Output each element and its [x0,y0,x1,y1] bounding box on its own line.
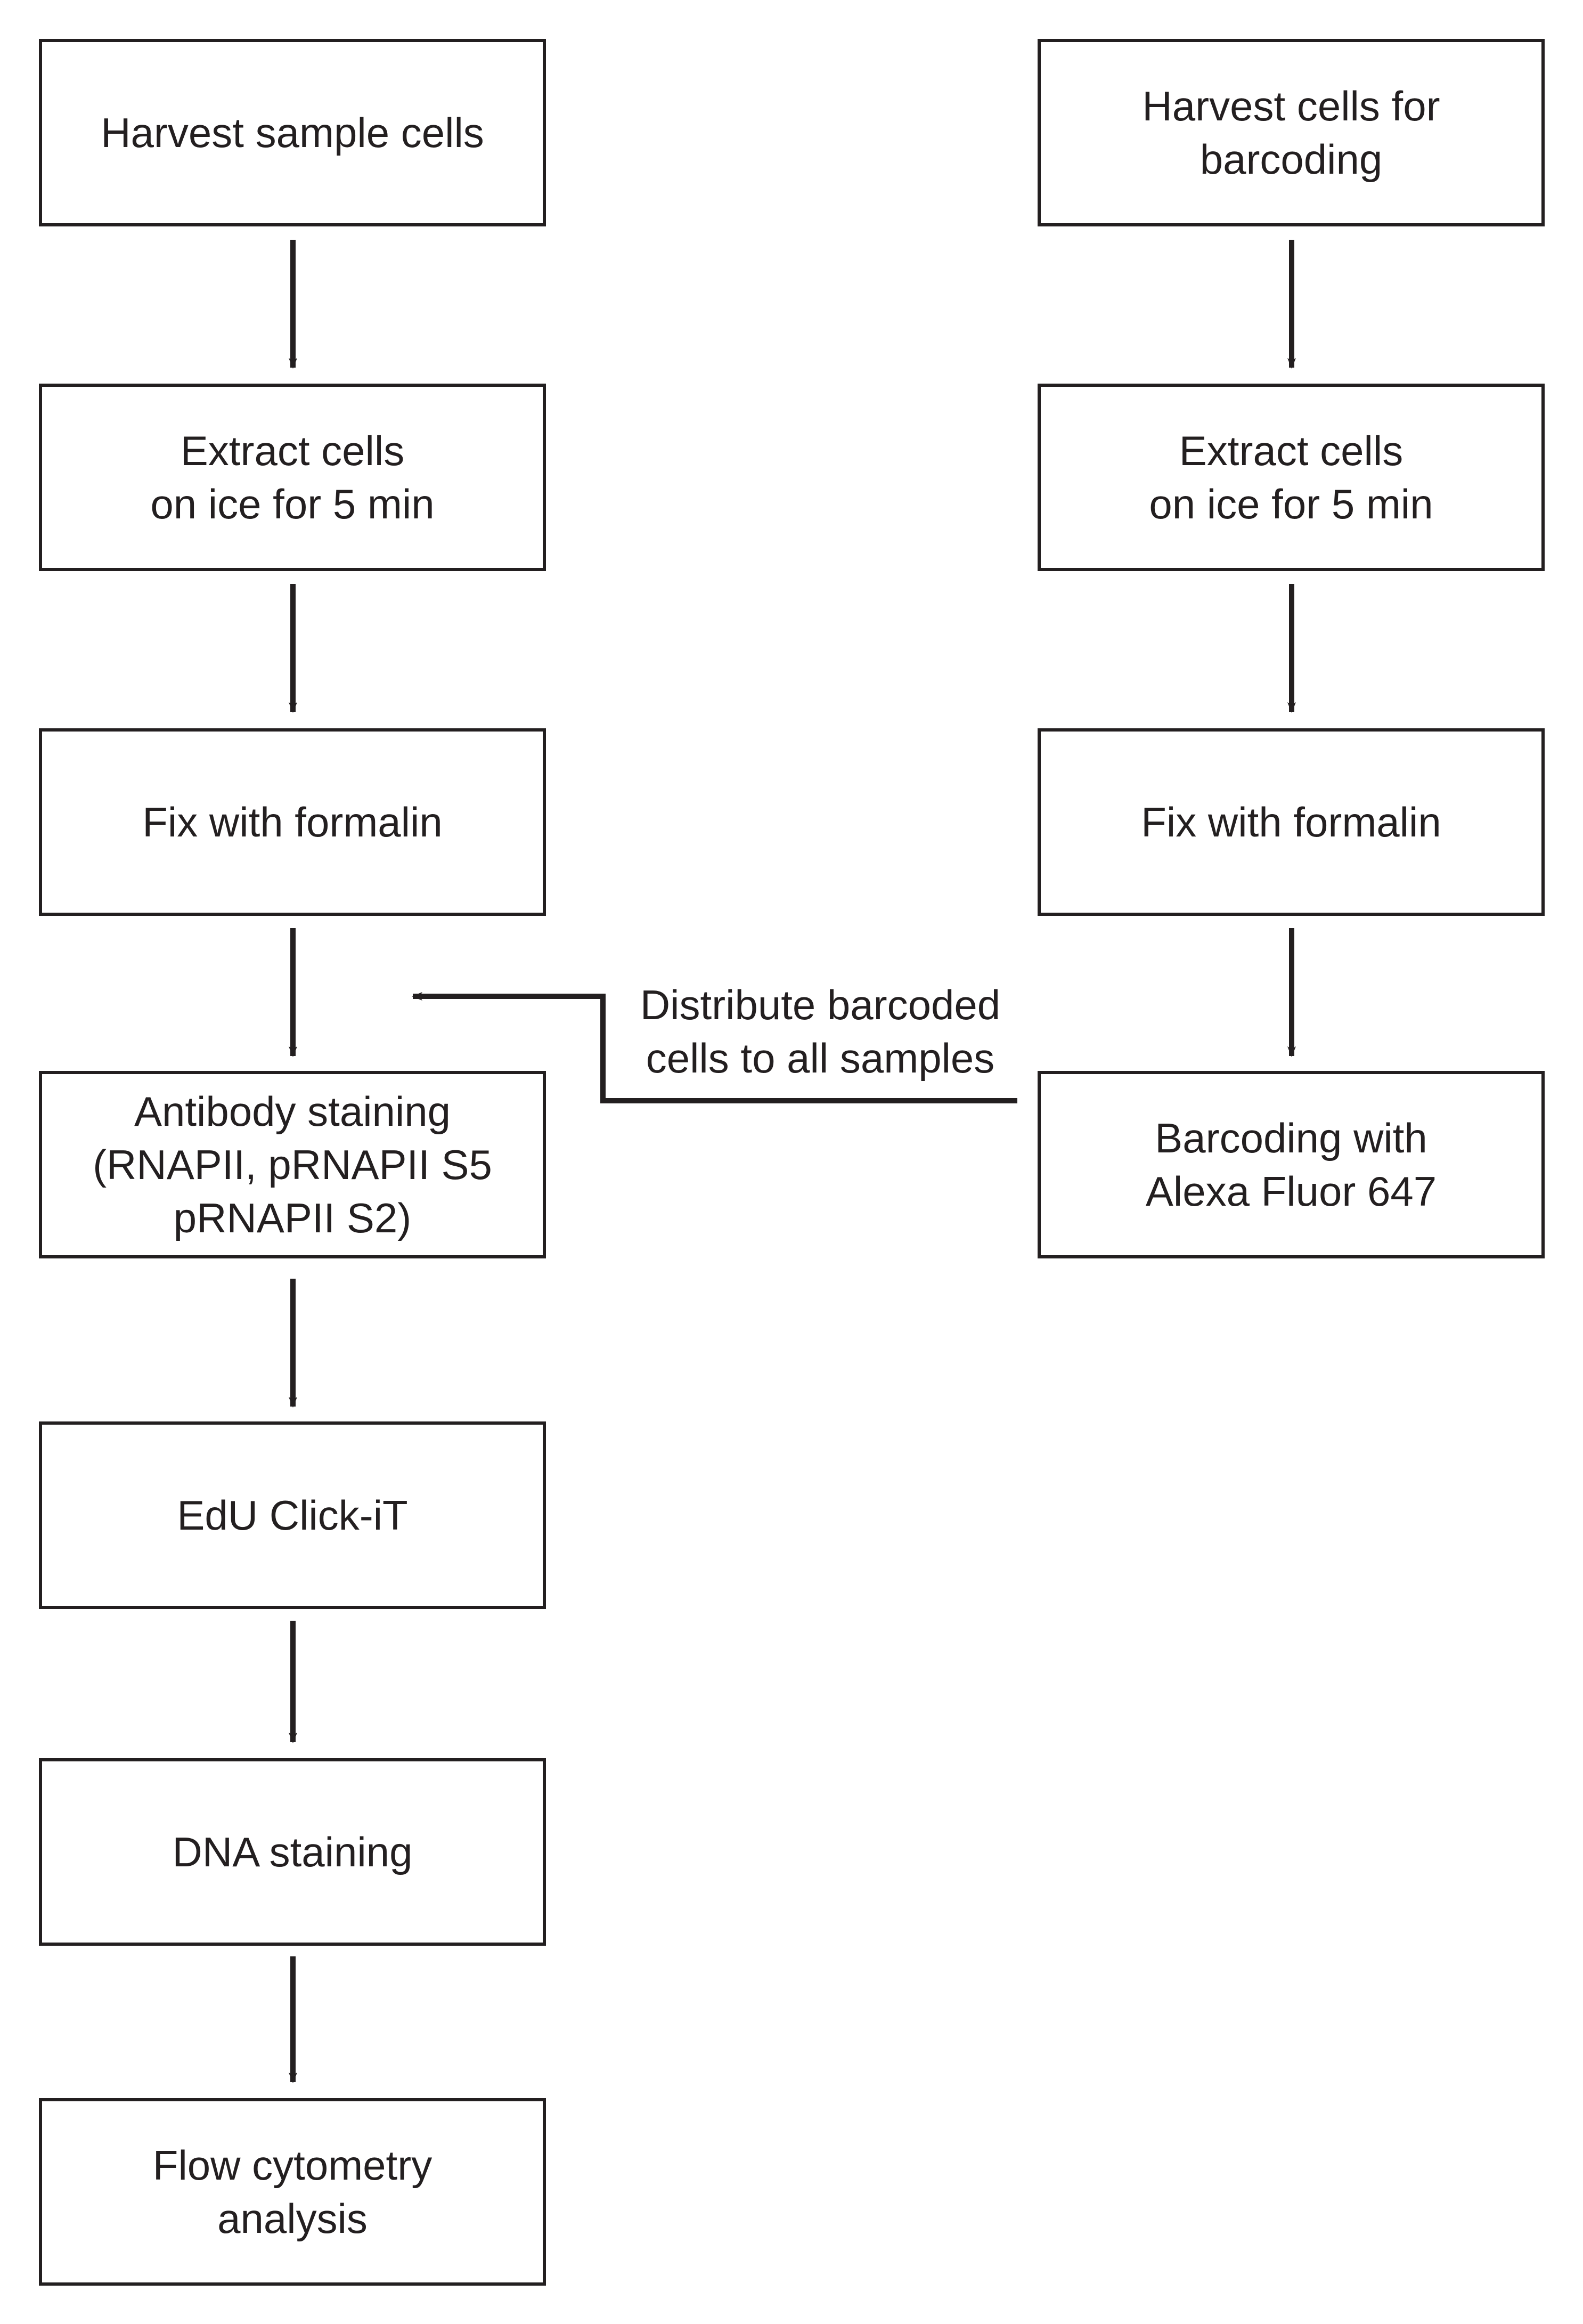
step-text-line: Extract cells [180,427,405,474]
step-fix-formalin-barcoding: Fix with formalin [1038,728,1545,916]
step-fix-formalin-sample: Fix with formalin [39,728,546,916]
step-text-line: Barcoding with [1155,1115,1427,1161]
step-text-line: (RNAPII, pRNAPII S5 [93,1141,492,1188]
distribute-label: Distribute barcoded cells to all samples [613,978,1028,1085]
step-text-line: on ice for 5 min [1149,481,1433,527]
step-flow-cytometry-analysis: Flow cytometry analysis [39,2098,546,2286]
step-harvest-cells-barcoding: Harvest cells for barcoding [1038,39,1545,226]
step-extract-cells-sample: Extract cells on ice for 5 min [39,384,546,571]
step-edu-click-it: EdU Click-iT [39,1421,546,1609]
distribute-label-line: cells to all samples [646,1035,995,1082]
step-text-line: on ice for 5 min [150,481,435,527]
step-text-line: Harvest sample cells [101,109,484,156]
arrow-distribute-barcoded-cells [412,992,1017,1103]
distribute-label-line: Distribute barcoded [640,981,1001,1028]
step-text-line: barcoding [1200,136,1383,183]
step-antibody-staining: Antibody staining (RNAPII, pRNAPII S5 pRNA… [39,1071,546,1258]
step-text-line: Extract cells [1179,427,1404,474]
step-text-line: analysis [217,2195,368,2242]
step-dna-staining: DNA staining [39,1758,546,1946]
step-text-line: Antibody staining [134,1088,451,1135]
step-text-line: Flow cytometry [152,2142,433,2189]
step-text-line: pRNAPII S2) [173,1194,412,1241]
step-text-line: Fix with formalin [1141,799,1441,846]
step-extract-cells-barcoding: Extract cells on ice for 5 min [1038,384,1545,571]
step-harvest-sample-cells: Harvest sample cells [39,39,546,226]
step-text-line: DNA staining [172,1829,413,1875]
step-text-line: Harvest cells for [1142,83,1440,129]
step-text-line: EdU Click-iT [177,1492,408,1539]
step-text-line: Alexa Fluor 647 [1145,1168,1437,1215]
step-text-line: Fix with formalin [142,799,443,846]
